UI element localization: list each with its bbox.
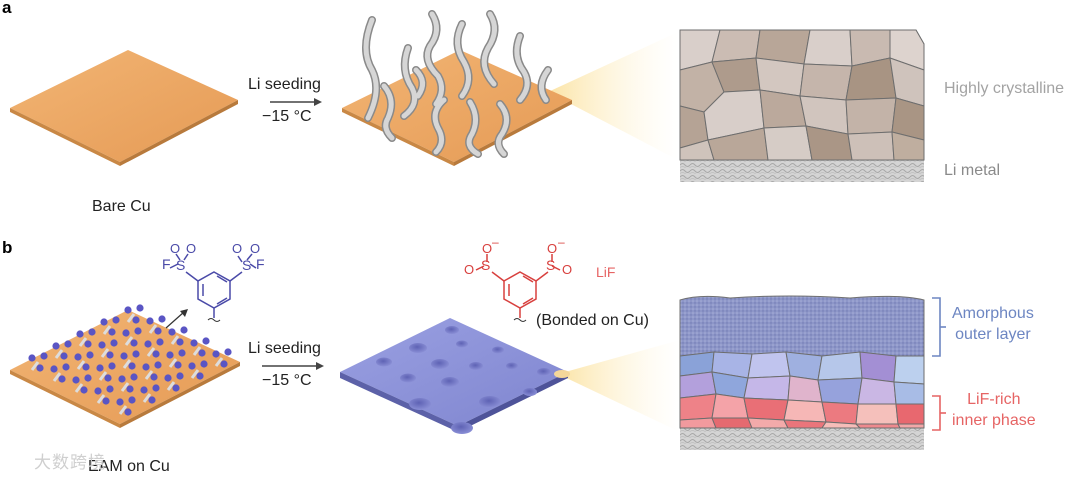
mol2-charge-right: – — [558, 235, 565, 249]
bonded-on-cu-label: (Bonded on Cu) — [536, 312, 649, 329]
eam-molecule — [190, 337, 210, 357]
film-hole — [409, 398, 431, 410]
mol2-o-left-side: O — [464, 262, 475, 277]
eam-on-cu-label: EAM on Cu — [88, 458, 170, 475]
film-hole — [469, 362, 483, 370]
eam-molecule — [94, 385, 114, 405]
mol2-o-right-side: O — [562, 262, 573, 277]
sei-grains — [679, 351, 925, 429]
film-hole — [537, 368, 551, 376]
watermark: 大数跨境 — [34, 453, 106, 472]
film-hole — [441, 377, 459, 387]
film-hole — [523, 388, 537, 396]
amorphous-line2: outer layer — [955, 326, 1031, 343]
mol1-o-left-2: O — [186, 241, 197, 256]
li-metal-label: Li metal — [944, 162, 1001, 179]
film-hole — [479, 396, 501, 408]
mol1-s-left: S — [176, 257, 186, 273]
bare-cu-plate — [10, 50, 238, 166]
eam-molecule — [122, 327, 142, 347]
eam-molecule — [100, 316, 120, 336]
beam-b — [558, 340, 680, 432]
eam-molecules — [28, 304, 232, 416]
beam-spot — [554, 370, 570, 378]
dendrite-plate — [342, 50, 572, 166]
mol2-s-left: S — [481, 257, 491, 273]
eam-molecule — [166, 349, 186, 369]
purple-film-plate — [340, 318, 568, 432]
mol1-o-right-1: O — [232, 241, 243, 256]
film-hole — [451, 422, 473, 434]
eam-molecule — [52, 340, 72, 360]
eam-molecule — [76, 328, 96, 348]
eam-molecule — [142, 361, 162, 381]
amorphous-line1: Amorphous — [952, 305, 1034, 322]
mol1-s-right: S — [242, 257, 252, 273]
eam-molecule — [144, 338, 164, 358]
eam-molecule-structure — [169, 253, 257, 322]
eam-molecule — [188, 360, 208, 380]
eam-pointer-arrow — [165, 309, 188, 329]
mol1-f-right: F — [256, 256, 265, 272]
panel-letter-a: a — [2, 0, 12, 17]
amorphous-bracket — [932, 297, 946, 357]
mol1-f-left: F — [162, 256, 171, 272]
film-hole — [456, 340, 468, 348]
mol2-s-right: S — [546, 257, 556, 273]
highly-crystalline-label: Highly crystalline — [944, 80, 1065, 97]
mol2-o-left-top: O — [482, 241, 493, 256]
eam-molecule — [164, 372, 184, 392]
eam-molecule — [74, 351, 94, 371]
beam-a — [548, 32, 678, 160]
eam-molecule — [140, 384, 160, 404]
eam-molecule — [146, 315, 166, 335]
film-hole — [376, 357, 392, 367]
lif-rich-line2: inner phase — [952, 412, 1036, 429]
film-holes — [376, 326, 551, 434]
film-hole — [400, 373, 416, 383]
lif-rich-label: LiF-rich inner phase — [952, 389, 1036, 431]
grain-boundaries — [679, 29, 925, 161]
lif-rich-line1: LiF-rich — [967, 391, 1021, 408]
film-hole — [409, 343, 427, 353]
arrow-b-line1: Li seeding — [248, 340, 321, 357]
eam-molecule — [120, 350, 140, 370]
amorphous-label: Amorphous outer layer — [952, 303, 1034, 345]
mol1-o-right-2: O — [250, 241, 261, 256]
sei-block — [679, 295, 925, 450]
mol1-o-left-1: O — [170, 241, 181, 256]
crystalline-li-block — [679, 29, 925, 182]
eam-molecule — [168, 326, 188, 346]
arrow-a — [270, 98, 322, 106]
eam-molecule — [96, 362, 116, 382]
film-hole — [431, 359, 449, 369]
arrow-b — [262, 362, 324, 370]
eam-molecule — [212, 348, 232, 368]
eam-molecule — [72, 374, 92, 394]
eam-molecule — [124, 304, 144, 324]
bonded-molecule-structure — [475, 254, 561, 322]
eam-molecule — [98, 339, 118, 359]
mol2-charge-left: – — [492, 235, 499, 249]
eam-molecule — [118, 373, 138, 393]
arrow-b-line2: −15 °C — [262, 372, 312, 389]
film-hole — [492, 346, 504, 354]
eam-molecule — [28, 352, 48, 372]
film-hole — [445, 326, 459, 334]
panel-letter-b: b — [2, 238, 13, 257]
mol2-o-right-top: O — [547, 241, 558, 256]
arrow-a-line2: −15 °C — [262, 108, 312, 125]
eam-molecule — [116, 396, 136, 416]
li-dendrites — [362, 10, 552, 158]
bare-cu-label: Bare Cu — [92, 198, 151, 215]
arrow-a-line1: Li seeding — [248, 76, 321, 93]
eam-molecule — [50, 363, 70, 383]
film-hole — [506, 362, 518, 370]
lif-label: LiF — [596, 264, 616, 280]
lif-rich-bracket — [932, 395, 946, 431]
